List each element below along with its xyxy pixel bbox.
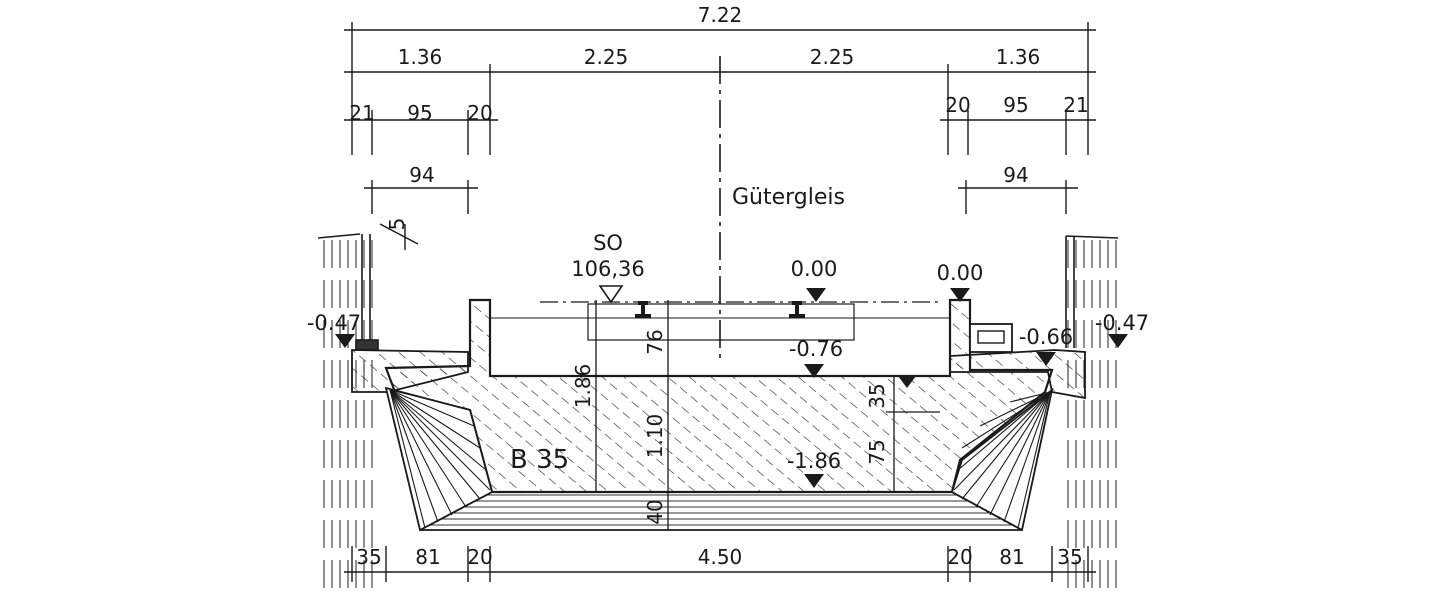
level-ground-right: -0.47 xyxy=(1095,311,1149,335)
dim-five: 5 xyxy=(385,218,409,231)
level-slab-bottom: -1.86 xyxy=(787,449,841,473)
concrete-trough xyxy=(384,298,1054,494)
dim-vertical-bottom: 40 xyxy=(643,499,667,524)
dim-vertical-trough: 76 xyxy=(643,329,667,354)
left-railing-post xyxy=(355,234,379,351)
dim-vertical-edge: 35 xyxy=(865,383,889,408)
level-trough-top: -0.76 xyxy=(789,337,843,361)
dim-vertical-slab: 1.10 xyxy=(643,414,667,459)
dim-right-c: 21 xyxy=(1063,93,1088,117)
dim-right-a: 20 xyxy=(945,93,970,117)
dim-left-c: 20 xyxy=(467,101,492,125)
station-marker xyxy=(598,285,624,304)
dim-bottom-left-b: 81 xyxy=(415,545,440,569)
dim-bottom-right-b: 81 xyxy=(999,545,1024,569)
right-railing-post xyxy=(1065,236,1075,348)
rail-right xyxy=(789,301,805,318)
level-markers xyxy=(335,288,1128,488)
level-ground-left: -0.47 xyxy=(307,311,361,335)
station-value: 106,36 xyxy=(571,257,644,281)
dim-left-outer: 1.36 xyxy=(398,45,443,69)
dim-bottom-center: 4.50 xyxy=(698,545,743,569)
level-rail-left: 0.00 xyxy=(791,257,838,281)
dim-left-b: 95 xyxy=(407,101,432,125)
foundation-layer xyxy=(419,491,1023,531)
dim-rails-left: 94 xyxy=(409,163,434,187)
dim-bottom-left-c: 20 xyxy=(467,545,492,569)
dimension-lines-bottom xyxy=(344,546,1096,582)
level-walkway: -0.66 xyxy=(1019,325,1073,349)
soil-left xyxy=(317,233,376,600)
dim-bottom-right-c: 35 xyxy=(1057,545,1082,569)
dim-bottom-left-a: 35 xyxy=(356,545,381,569)
dim-right-b: 95 xyxy=(1003,93,1028,117)
left-fan-zone xyxy=(384,386,494,532)
dim-left-a: 21 xyxy=(349,101,374,125)
dimension-lines-top xyxy=(344,22,1096,250)
level-rail-right: 0.00 xyxy=(937,261,984,285)
station-label: SO xyxy=(593,231,623,255)
dim-vertical-total: 1.86 xyxy=(571,364,595,409)
dim-overall: 7.22 xyxy=(698,3,743,27)
cable-duct xyxy=(969,323,1013,353)
dimension-lines-vertical xyxy=(592,300,940,530)
track-label: Gütergleis xyxy=(732,185,845,210)
concrete-grade: B 35 xyxy=(510,445,569,475)
soil-right xyxy=(1065,235,1122,600)
dim-right-outer: 1.36 xyxy=(996,45,1041,69)
rail-left xyxy=(635,301,651,318)
dim-right-inner: 2.25 xyxy=(810,45,855,69)
dim-bottom-right-a: 20 xyxy=(947,545,972,569)
dim-rails-right: 94 xyxy=(1003,163,1028,187)
dim-left-inner: 2.25 xyxy=(584,45,629,69)
right-fan-zone xyxy=(950,387,1054,532)
dim-vertical-side: 75 xyxy=(865,439,889,464)
